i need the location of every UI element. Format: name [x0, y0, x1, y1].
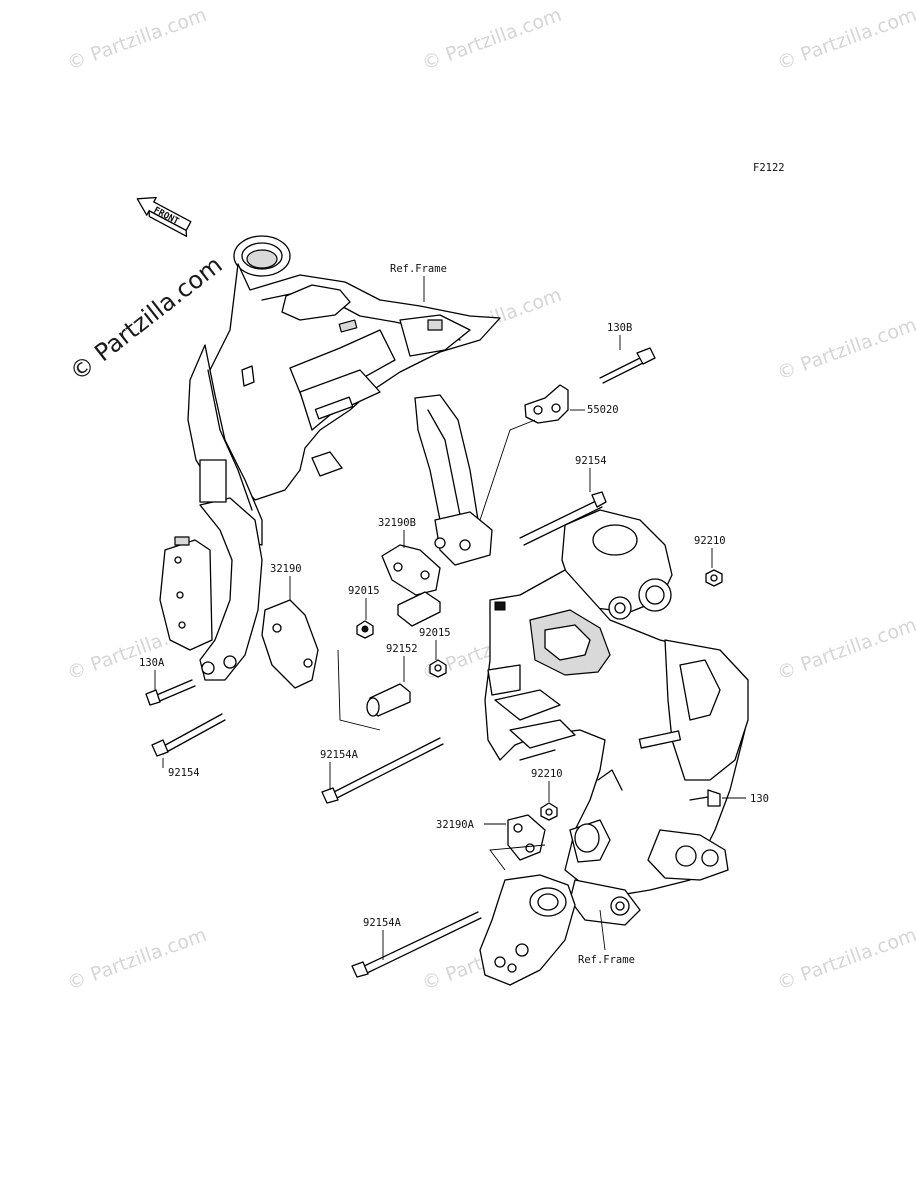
bracket-32190b [381, 544, 441, 596]
label-ref-frame-bottom: Ref.Frame [578, 954, 635, 966]
label-32190: 32190 [270, 563, 302, 575]
front-arrow-icon: FRONT [136, 196, 192, 237]
watermark-text: © Partzilla.com [64, 4, 209, 75]
diagram-code: F2122 [753, 162, 785, 174]
bolt-130 [689, 789, 721, 807]
label-92154-top: 92154 [575, 455, 607, 467]
label-92154a-mid: 92154A [320, 749, 359, 761]
bolt-92154-left [151, 713, 226, 757]
label-130b: 130B [607, 322, 632, 334]
label-92210-right: 92210 [694, 535, 726, 547]
collar [397, 591, 441, 627]
label-55020: 55020 [587, 404, 619, 416]
bolt-92154a-low [351, 911, 482, 978]
watermark-text: © Partzilla.com [774, 614, 917, 685]
label-ref-frame-top: Ref.Frame [390, 263, 447, 275]
watermark-text: © Partzilla.com [64, 924, 209, 995]
label-130: 130 [750, 793, 769, 805]
watermark-text: © Partzilla.com [419, 4, 564, 75]
bolt-130a [145, 679, 196, 706]
leader-lines [154, 276, 746, 960]
bolt-92154-top [519, 491, 607, 546]
label-130a: 130A [139, 657, 165, 669]
label-92015-right: 92015 [419, 627, 451, 639]
label-32190b: 32190B [378, 517, 416, 529]
swingarm-assembly [484, 509, 749, 926]
label-32190a: 32190A [436, 819, 475, 831]
watermark-text: © Partzilla.com [774, 924, 917, 995]
labels: Ref.Frame 130B 55020 92154 92210 32190B … [139, 263, 769, 966]
plate-55020 [524, 384, 569, 424]
bolt-130b [599, 347, 656, 384]
label-92210-low: 92210 [531, 768, 563, 780]
label-92015-left: 92015 [348, 585, 380, 597]
watermark-text: © Partzilla.com [774, 314, 917, 385]
label-92152: 92152 [386, 643, 418, 655]
watermark-layer: © Partzilla.com © Partzilla.com © Partzi… [64, 4, 917, 995]
watermark-text: © Partzilla.com [774, 4, 917, 75]
lower-engine-bracket [479, 874, 576, 986]
main-frame [159, 235, 501, 681]
bolt-92154a-mid [321, 737, 444, 804]
label-92154-left: 92154 [168, 767, 200, 779]
bracket-32190a [507, 814, 546, 861]
plate-32190 [261, 599, 319, 689]
label-92154a-low: 92154A [363, 917, 402, 929]
